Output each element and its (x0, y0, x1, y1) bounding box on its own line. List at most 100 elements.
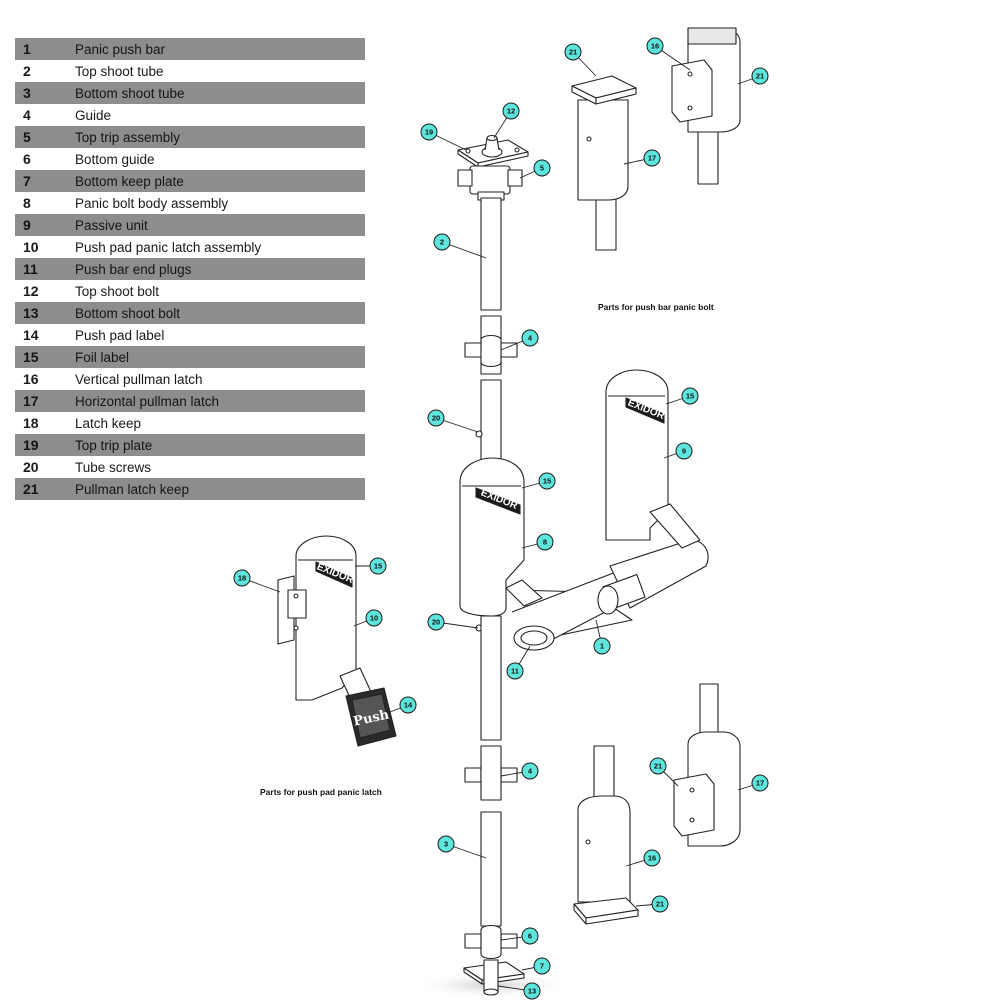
part-name: Panic bolt body assembly (75, 195, 229, 211)
callout-number: 6 (528, 932, 532, 941)
tube-middle-section (480, 379, 502, 471)
parts-row: 20 Tube screws (15, 456, 365, 478)
part-name: Horizontal pullman latch (75, 390, 365, 412)
part-number: 7 (15, 170, 75, 192)
callout-bubble (427, 409, 445, 427)
upper-guide (464, 334, 518, 368)
caption-push-pad-parts: Parts for push pad panic latch (260, 787, 382, 797)
callout-number: 16 (651, 42, 659, 51)
part-number: 12 (23, 283, 39, 299)
callout-bubble (437, 835, 455, 853)
callout-bubble (651, 895, 669, 913)
part-number: 6 (23, 151, 31, 167)
callout-number: 19 (425, 128, 433, 137)
part-number: 1 (15, 38, 75, 60)
bottom-shoot-tube (480, 811, 502, 927)
part-number: 5 (15, 126, 75, 148)
pullman-latch-keep-bottom-right (673, 773, 715, 837)
part-name: Bottom guide (75, 151, 155, 167)
callout-number: 21 (654, 762, 662, 771)
part-name: Tube screws (75, 459, 152, 475)
callout-bubble (564, 43, 582, 61)
callout-number: 15 (686, 392, 694, 401)
part-name: Latch keep (75, 415, 142, 431)
part-number: 8 (23, 195, 31, 211)
part-name: Top trip assembly (75, 126, 365, 148)
callout-number: 17 (648, 154, 656, 163)
callout-bubble (751, 774, 769, 792)
part-number: 2 (23, 63, 31, 79)
panic-bolt-arm (505, 579, 543, 607)
callout-number: 11 (511, 667, 519, 676)
callout-bubble (538, 472, 556, 490)
part-number: 10 (23, 239, 39, 255)
parts-row: 6 Bottom guide (15, 148, 365, 170)
callout-number: 20 (432, 414, 440, 423)
push-pad-label (345, 687, 397, 747)
top-shoot-tube (480, 197, 502, 311)
passive-unit (605, 369, 701, 549)
vertical-pullman-latch-bottom (577, 745, 631, 903)
callout-bubble (533, 957, 551, 975)
callout-bubble (521, 927, 539, 945)
callout-number: 7 (540, 962, 544, 971)
callout-bubble (643, 149, 661, 167)
callout-number: 8 (543, 538, 547, 547)
callout-number: 17 (756, 779, 764, 788)
part-number: 13 (15, 302, 75, 324)
parts-row: 8 Panic bolt body assembly (15, 192, 365, 214)
part-name: Push pad label (75, 327, 165, 343)
part-name: Panic push bar (75, 38, 365, 60)
tube-lower-section (480, 615, 502, 741)
part-number: 17 (15, 390, 75, 412)
callout-number: 21 (756, 72, 764, 81)
callout-bubble (233, 569, 251, 587)
part-number: 20 (23, 459, 39, 475)
part-number: 15 (15, 346, 75, 368)
callout-bubble (369, 557, 387, 575)
part-number: 14 (23, 327, 39, 343)
callout-bubble (365, 609, 383, 627)
callout-group: 1219524201582011115918151014436713211621… (233, 37, 769, 1000)
push-pad-text: Push (352, 707, 391, 729)
bottom-guide (464, 924, 518, 960)
callout-bubble (751, 67, 769, 85)
callout-bubble (521, 762, 539, 780)
callout-number: 5 (540, 164, 544, 173)
pullman-latch-keep-top-right (671, 59, 713, 123)
callout-bubble (533, 159, 551, 177)
callout-number: 18 (238, 574, 246, 583)
part-name: Top shoot tube (75, 63, 164, 79)
callout-bubble (521, 329, 539, 347)
callout-number: 10 (370, 614, 378, 623)
part-name: Foil label (75, 346, 365, 368)
panic-push-bar (511, 539, 709, 651)
part-number: 3 (15, 82, 75, 104)
top-shoot-bolt (481, 134, 503, 158)
caption-push-bar-parts: Parts for push bar panic bolt (598, 302, 714, 312)
callout-number: 4 (528, 334, 533, 343)
callout-bubble (643, 849, 661, 867)
part-name: Push bar end plugs (75, 258, 365, 280)
callout-number: 20 (432, 618, 440, 627)
vertical-pullman-latch-top (577, 99, 629, 251)
part-name: Guide (75, 107, 112, 123)
callout-number: 16 (648, 854, 656, 863)
callout-number: 15 (543, 477, 551, 486)
part-name: Bottom shoot tube (75, 82, 365, 104)
latch-keep (277, 575, 307, 645)
part-name: Pullman latch keep (75, 478, 365, 500)
callout-bubble (502, 102, 520, 120)
top-trip-assembly (457, 165, 523, 201)
tube-short-section (480, 745, 502, 801)
callout-bubble (646, 37, 664, 55)
